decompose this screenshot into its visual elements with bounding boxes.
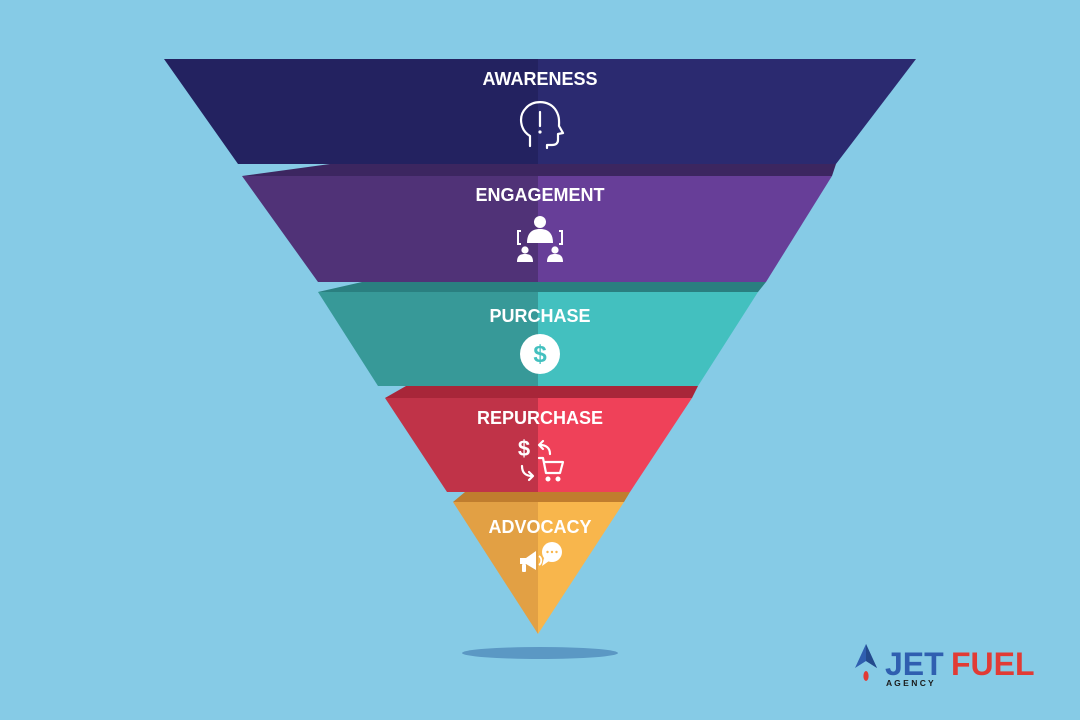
funnel-stage-engagement: ENGAGEMENT — [242, 164, 836, 282]
dollar-circle-icon: $ — [520, 334, 560, 374]
stage-label: REPURCHASE — [477, 408, 603, 428]
logo-word-secondary: FUEL — [951, 646, 1035, 682]
funnel-shadow — [462, 647, 618, 659]
dollar-glyph: $ — [533, 341, 547, 368]
funnel-stage-awareness: AWARENESS — [164, 59, 916, 164]
stage-label: ADVOCACY — [488, 517, 591, 537]
logo-word-primary: JET — [885, 646, 944, 682]
megaphone-chat-icon — [520, 542, 562, 572]
stage-label: PURCHASE — [489, 306, 590, 326]
dollar-glyph: $ — [518, 436, 530, 461]
jetfuel-logo: JET FUEL A G E N C Y — [855, 644, 1035, 688]
head-exclamation-icon — [520, 101, 565, 150]
stage-label: AWARENESS — [482, 69, 597, 89]
dollar-cart-cycle-icon: $ — [518, 436, 565, 482]
funnel-stage-advocacy: ADVOCACY — [453, 492, 630, 634]
stage-label: ENGAGEMENT — [475, 185, 604, 205]
rocket-icon — [855, 644, 877, 681]
people-group-icon — [517, 216, 563, 262]
logo-tagline: A G E N C Y — [886, 678, 934, 688]
funnel-stage-purchase: PURCHASE $ — [318, 282, 766, 386]
funnel-stage-repurchase: REPURCHASE $ — [385, 386, 698, 492]
